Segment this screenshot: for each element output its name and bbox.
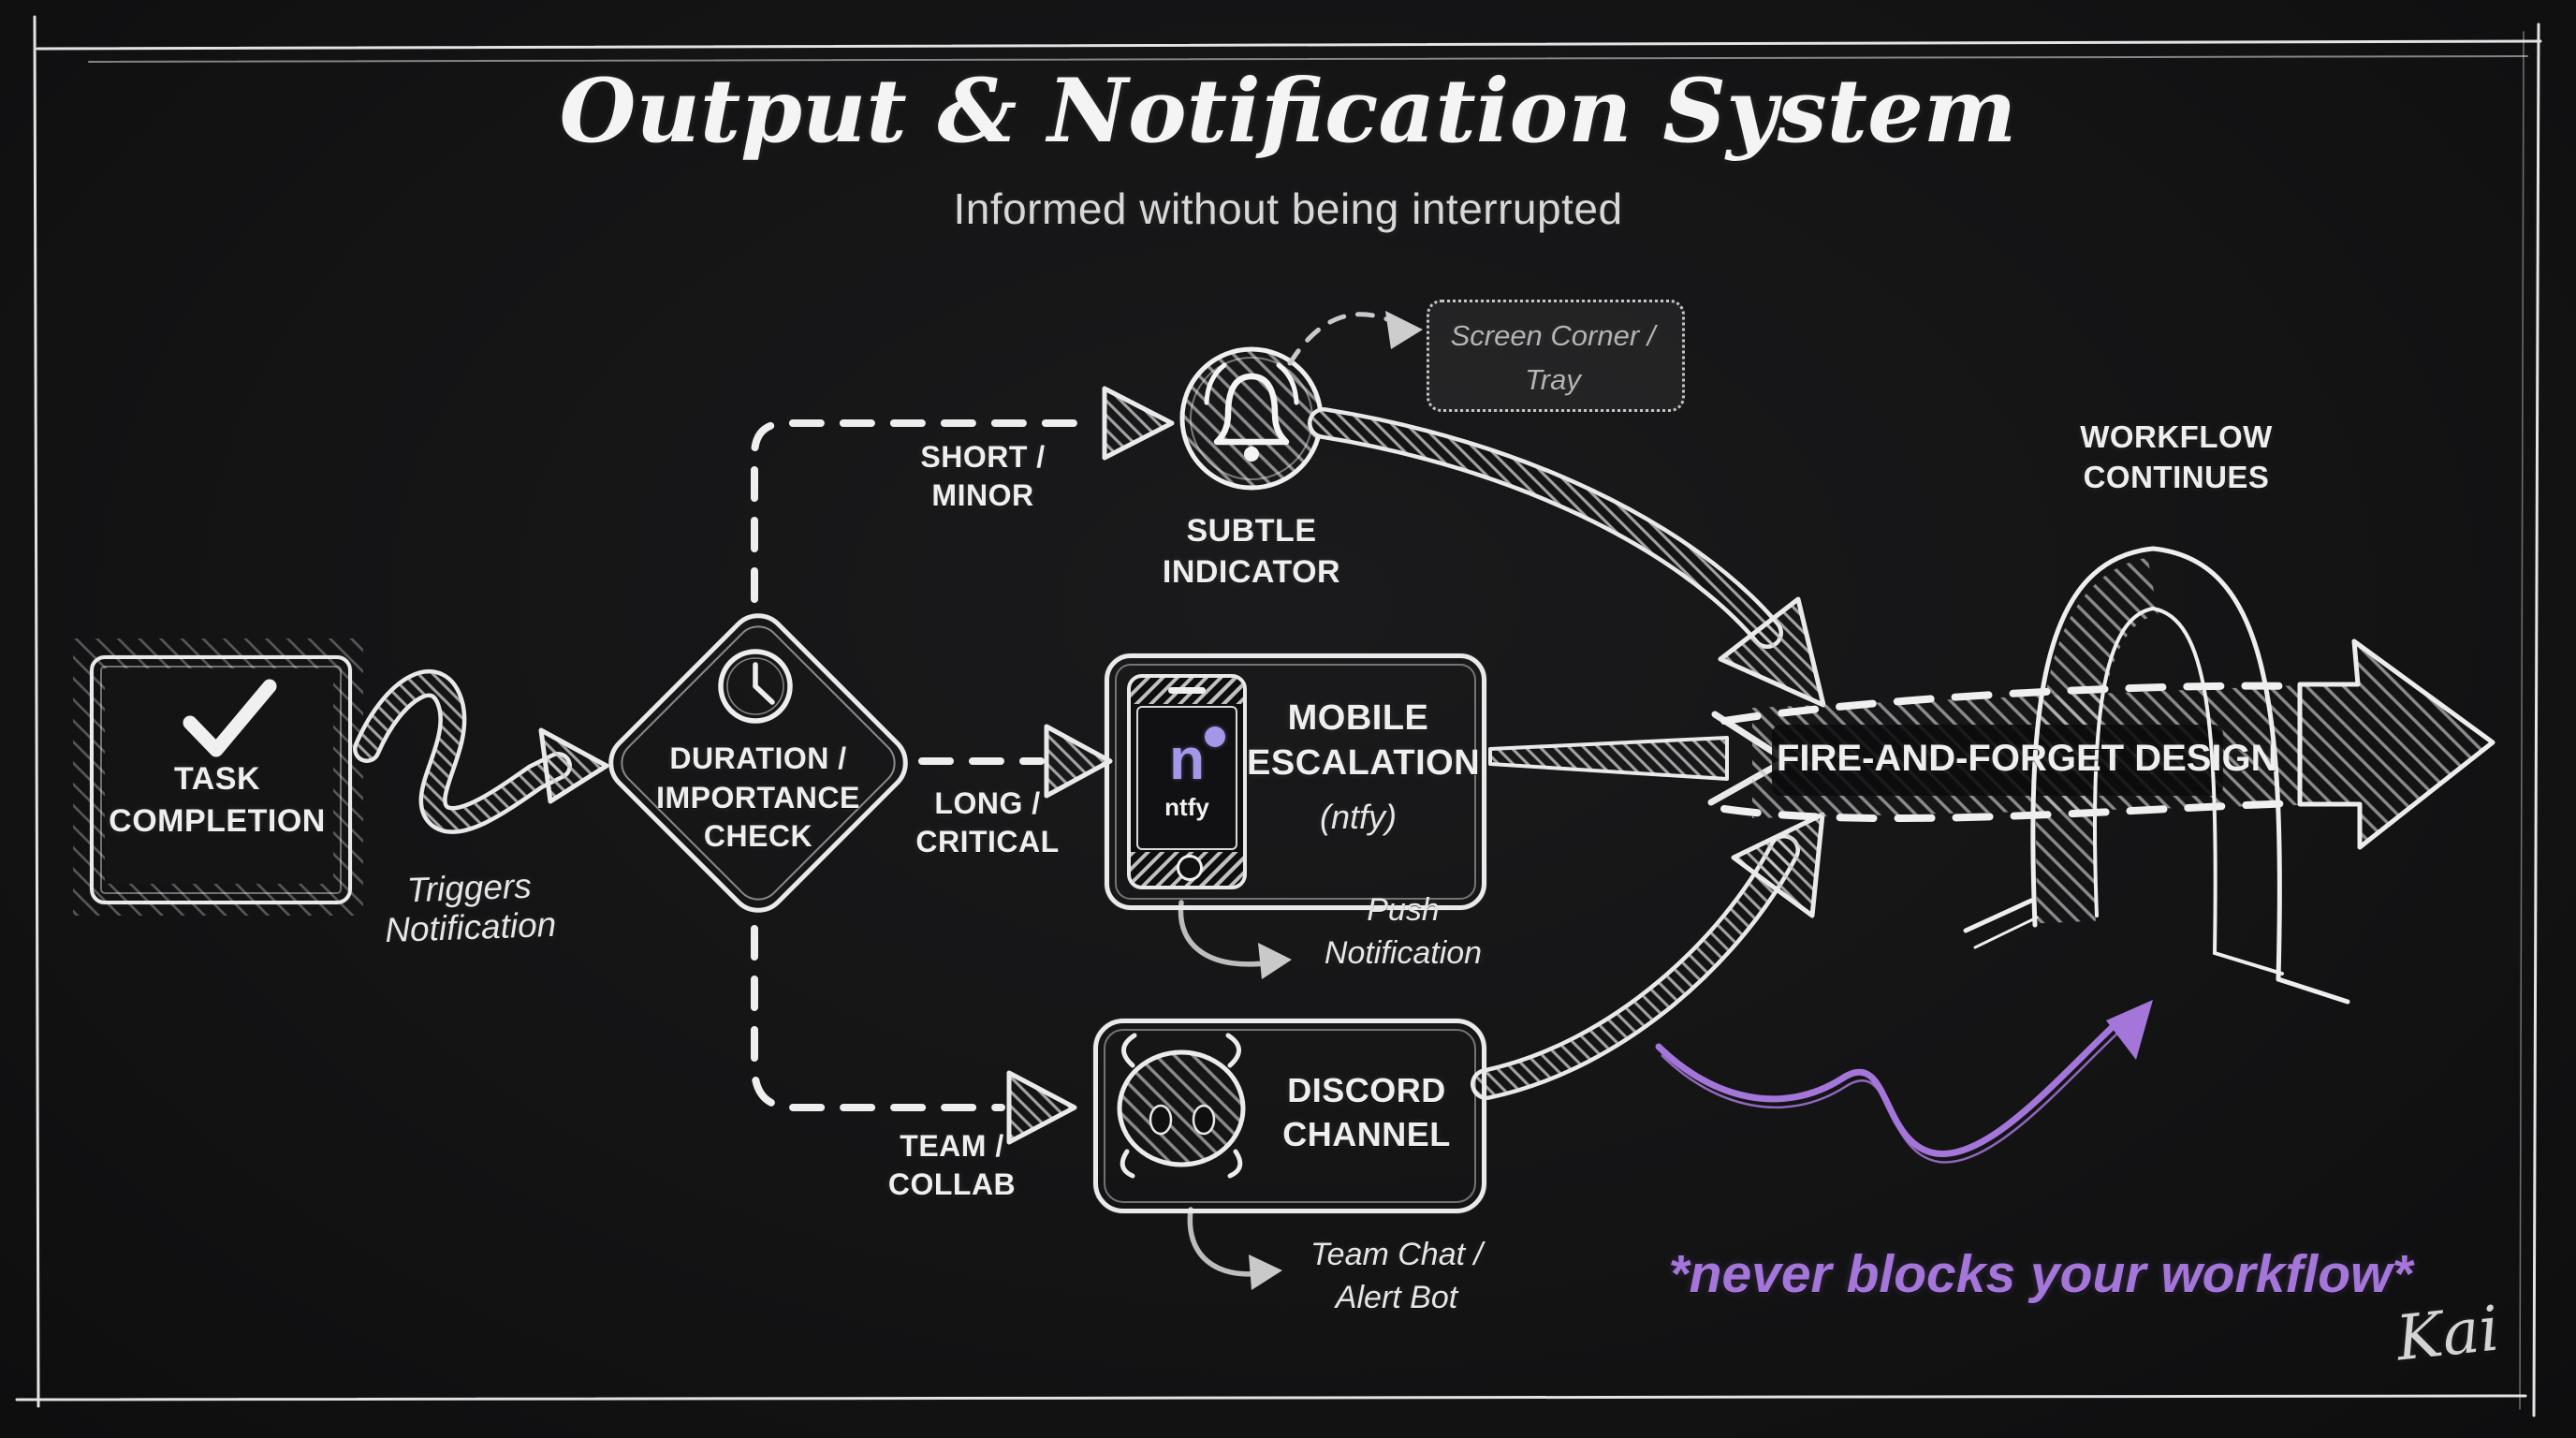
team-chat-label: Team Chat / Alert Bot [1310,1237,1483,1315]
phone-screen: n ntfy [1136,706,1237,850]
condition-team-collab: TEAM / COLLAB [887,1129,1017,1201]
condition-long-critical: LONG / CRITICAL [915,786,1060,858]
connector-arrowheads [1006,386,1175,1145]
discord-channel-box [1093,1019,1486,1213]
ntfy-logo-letter: n [1169,726,1205,792]
connector-short-minor [751,419,1097,603]
task-box-shading [73,638,363,916]
feeder-top-curve [1308,407,1826,708]
ntfy-logo-icon: n [1169,726,1225,788]
screen-corner-tray-label: Screen Corner / Tray [1450,319,1656,396]
clock-icon [718,649,793,724]
ntfy-phone-icon: n ntfy [1127,674,1247,889]
task-completion-box [90,655,352,904]
fire-and-forget-label: FIRE-AND-FORGET DESIGN [1777,738,2278,779]
page-subtitle: Informed without being interrupted [953,184,1623,233]
checkmark-icon [183,679,277,757]
mobile-escalation-box [1105,653,1486,910]
trigger-squiggle-arrow [353,669,609,834]
feeder-bottom-curve [1471,812,1825,1100]
dashed-connectors [751,419,1097,1111]
discord-channel-label: DISCORD CHANNEL [1282,1071,1451,1153]
phone-speaker [1168,687,1206,694]
trigger-note: Triggers Notification [384,866,557,950]
never-blocks-annotation: *never blocks your workflow* [1668,1244,2413,1304]
never-blocks-arrow [1655,1000,2153,1164]
workflow-loop [1963,546,2350,1005]
subtle-indicator-label: SUBTLE INDICATOR [1162,513,1341,591]
screen-corner-tray-box [1427,300,1685,412]
decision-diamond [608,613,908,913]
feeder-middle-arrow [1488,711,1790,806]
connector-team-collab [751,925,1005,1111]
page-title: Output & Notification System [559,60,2017,163]
task-completion-label: TASK COMPLETION [109,761,326,839]
frame-border [15,15,2542,1417]
ntfy-logo-dot [1204,726,1225,747]
decision-label: DURATION / IMPORTANCE CHECK [656,741,860,854]
push-notification-arrow [1178,900,1292,979]
discord-icon [1117,1033,1246,1179]
mobile-escalation-label: MOBILE ESCALATION [1247,698,1481,783]
push-notification-label: Push Notification [1324,892,1483,971]
mobile-escalation-sub: (ntfy) [1319,798,1397,836]
subtle-indicator-node [1179,346,1324,491]
team-chat-arrow [1187,1207,1282,1290]
ntfy-app-name: ntfy [1164,793,1209,822]
bell-icon [1204,362,1299,462]
phone-home-button [1177,855,1203,881]
fire-arrowhead [2297,638,2496,850]
screen-corner-arrow [1287,311,1423,366]
workflow-continues-label: WORKFLOW CONTINUES [2080,419,2273,494]
fire-and-forget-arrow [1720,557,2496,924]
condition-short-minor: SHORT / MINOR [920,440,1046,512]
